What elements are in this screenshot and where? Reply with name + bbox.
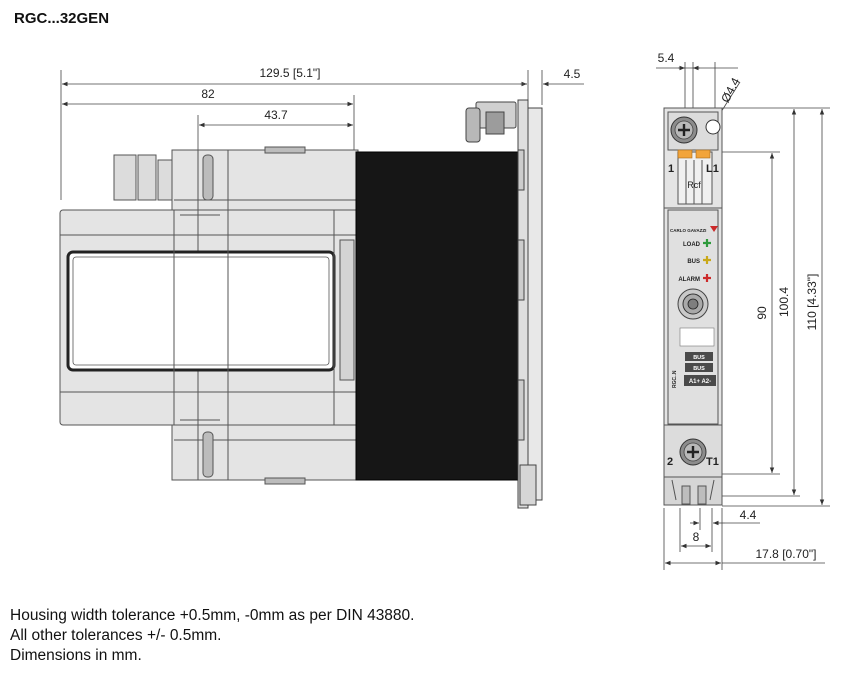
- brand-label: CARLO GAVAZZI: [670, 228, 706, 233]
- tolerance-notes: Housing width tolerance +0.5mm, -0mm as …: [10, 606, 414, 666]
- mounting-bracket: [465, 99, 543, 509]
- dim-100-4: 100.4: [777, 287, 791, 317]
- terminal-tab-right: [695, 149, 711, 159]
- blank-label: [679, 327, 715, 347]
- note-other-tolerances: All other tolerances +/- 0.5mm.: [10, 627, 222, 644]
- dim-17-8: 17.8 [0.70"]: [756, 547, 817, 561]
- dim-4-4: 4.4: [740, 508, 757, 522]
- mounting-hole: [705, 119, 721, 135]
- led-label-bus: BUS: [687, 259, 700, 265]
- rcf-label: Rcf: [687, 180, 701, 190]
- terminal-t1: T1: [706, 456, 719, 468]
- dim-110: 110 [4.33"]: [805, 274, 819, 331]
- dim-overall-length: 129.5 [5.1"]: [260, 66, 321, 80]
- terminal-a-label: A1+ A2-: [689, 379, 711, 385]
- led-label-alarm: ALARM: [678, 277, 700, 283]
- bus-label-box-2: [685, 363, 713, 372]
- terminal-tab-left: [677, 149, 693, 159]
- dim-offset: 4.5: [564, 67, 581, 81]
- bottom-terminal-screw: [679, 438, 707, 466]
- model-side-label: RGC..N: [672, 370, 678, 388]
- heatsink: [355, 151, 519, 481]
- terminal-1: 1: [668, 163, 674, 175]
- rotary-switch: [677, 288, 709, 320]
- top-terminal-screw: [670, 116, 698, 144]
- dim-82: 82: [201, 87, 215, 101]
- terminal-a-box: [684, 375, 716, 386]
- dim-5-4: 5.4: [658, 51, 675, 65]
- bus-label-2: BUS: [693, 366, 705, 372]
- led-load-icon: [703, 239, 711, 247]
- dim-43-7: 43.7: [264, 108, 288, 122]
- led-bus-icon: [703, 256, 711, 264]
- led-panel: LOAD BUS ALARM: [678, 239, 711, 283]
- side-view: 129.5 [5.1"] 4.5 82 43.7: [59, 66, 584, 509]
- drawing-title: RGC...32GEN: [14, 10, 110, 27]
- note-units: Dimensions in mm.: [10, 647, 142, 664]
- bus-label-box-1: [685, 352, 713, 361]
- side-dimensions: [60, 70, 584, 200]
- relay-housing: [59, 146, 361, 485]
- terminal-2: 2: [667, 456, 673, 468]
- dim-hole-diameter: Ø4.4: [718, 75, 743, 105]
- terminal-l1: L1: [706, 163, 719, 175]
- led-label-load: LOAD: [683, 242, 701, 248]
- dim-90: 90: [755, 306, 769, 320]
- bus-label-1: BUS: [693, 355, 705, 361]
- front-view: 5.4 Ø4.4 90 100.4 110 [4.33"] 4.4 8 17.8…: [656, 51, 830, 570]
- dim-8: 8: [693, 530, 700, 544]
- brand-logo-icon: [710, 226, 718, 232]
- note-housing-width: Housing width tolerance +0.5mm, -0mm as …: [10, 607, 415, 624]
- led-alarm-icon: [703, 274, 711, 282]
- front-dimensions: [656, 62, 830, 570]
